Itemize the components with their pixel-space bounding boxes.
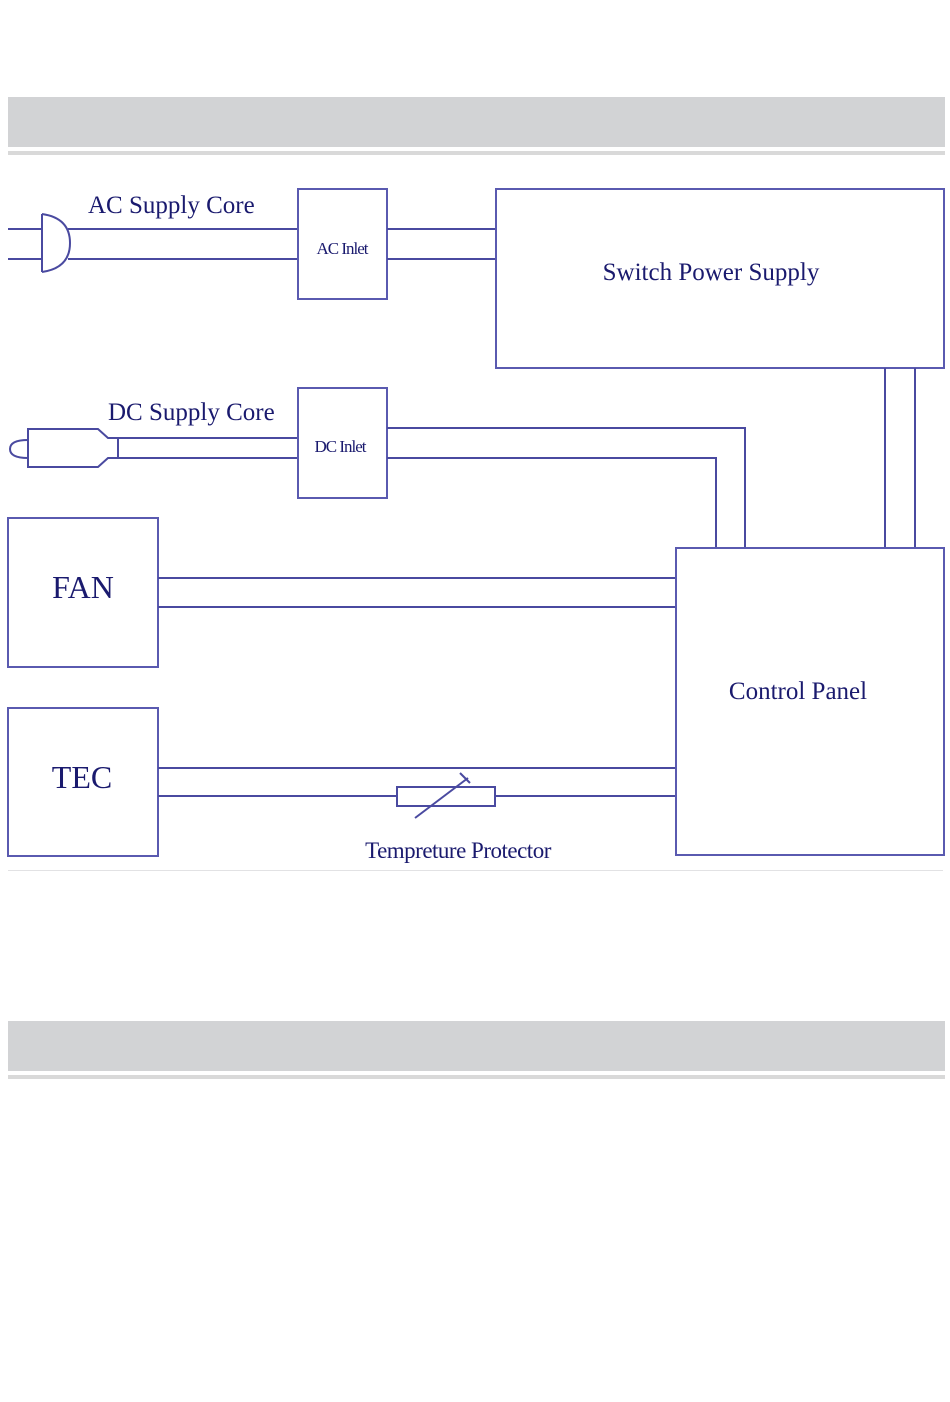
psu-to-control-panel-wires <box>884 368 916 548</box>
dc-inlet-to-control-panel-wires <box>387 427 746 548</box>
control-panel-label: Control Panel <box>729 678 867 705</box>
ac-inlet-label: AC Inlet <box>316 239 368 258</box>
ac-inlet-to-psu-wires <box>387 228 496 260</box>
ac-supply-wires <box>68 228 298 260</box>
fan-to-control-panel-wires <box>158 577 676 608</box>
dc-supply-wires <box>118 437 298 459</box>
dc-inlet-box <box>297 387 388 499</box>
power-block-diagram: AC Supply Core AC Inlet Switch Power Sup… <box>7 188 945 863</box>
tec-box <box>7 707 159 857</box>
switch-power-supply-label: Switch Power Supply <box>603 259 820 286</box>
thermistor-icon <box>396 772 496 819</box>
section-divider-1 <box>8 151 945 155</box>
section-divider-2 <box>8 1075 945 1079</box>
temperature-protector-label: Tempreture Protector <box>365 838 552 863</box>
fan-box <box>7 517 159 668</box>
dc-supply-core-label: DC Supply Core <box>108 399 275 426</box>
dc-inlet-label: DC Inlet <box>314 437 366 456</box>
section-header-band-2 <box>8 1021 945 1071</box>
switch-power-supply-box <box>495 188 945 369</box>
control-panel-box <box>675 547 945 856</box>
tec-to-control-panel-wires <box>158 767 676 797</box>
ac-plug-icon <box>8 213 72 273</box>
dc-plug-icon <box>8 428 119 468</box>
fan-label: FAN <box>52 569 114 605</box>
diagram-bottom-divider <box>8 870 943 871</box>
ac-inlet-box <box>297 188 388 300</box>
section-header-band-1 <box>8 97 945 147</box>
ac-supply-core-label: AC Supply Core <box>88 192 255 219</box>
tec-label: TEC <box>52 759 112 795</box>
